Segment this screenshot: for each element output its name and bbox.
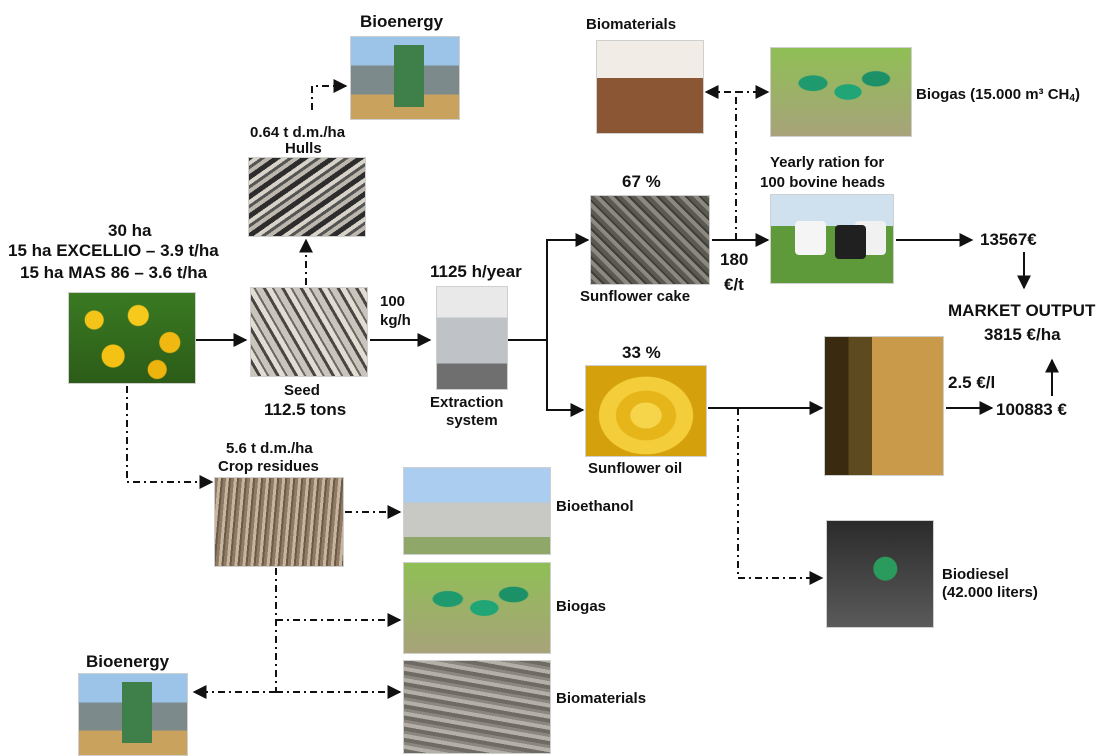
extraction-machine-image bbox=[436, 286, 508, 390]
biodiesel-label-line1: Biodiesel bbox=[942, 566, 1009, 583]
area-mas86-label: 15 ha MAS 86 – 3.6 t/ha bbox=[20, 263, 208, 282]
cake-revenue-label: 13567€ bbox=[980, 230, 1037, 249]
oil-revenue-label: 100883 € bbox=[996, 400, 1067, 419]
sunflower-field-image bbox=[68, 292, 196, 384]
extraction-label-line1: Extraction bbox=[430, 394, 504, 411]
oil-bottles-image bbox=[824, 336, 944, 476]
sunflower-cake-image bbox=[590, 195, 710, 285]
area-excellio-label: 15 ha EXCELLIO – 3.9 t/ha bbox=[8, 241, 219, 260]
hulls-image bbox=[248, 157, 366, 237]
cows-image bbox=[770, 194, 894, 284]
bioenergy-bottom-label: Bioenergy bbox=[86, 652, 170, 671]
residues-amount-label: 5.6 t d.m./ha bbox=[226, 440, 313, 457]
hulls-amount-label: 0.64 t d.m./ha bbox=[250, 124, 346, 141]
crop-residues-label: Crop residues bbox=[218, 458, 319, 475]
market-output-label-line1: MARKET OUTPUT bbox=[948, 301, 1096, 320]
biomaterials-top-label: Biomaterials bbox=[586, 16, 677, 33]
cake-price-value-label: 180 bbox=[720, 250, 749, 269]
biodiesel-label-line2: (42.000 liters) bbox=[942, 584, 1038, 601]
bioenergy-top-image bbox=[350, 36, 460, 120]
biomaterials-bottom-image bbox=[403, 660, 551, 754]
sunflower-cake-label: Sunflower cake bbox=[580, 288, 691, 305]
hulls-label: Hulls bbox=[285, 140, 322, 157]
cake-price-unit-label: €/t bbox=[724, 275, 744, 294]
sunflower-oil-label: Sunflower oil bbox=[588, 460, 683, 477]
arrow-oil-to-biodiesel bbox=[737, 408, 824, 585]
biogas-top-label-close: ) bbox=[1074, 86, 1080, 103]
bioenergy-bottom-image bbox=[78, 673, 188, 756]
biogas-top-label-subscript: 4 bbox=[1069, 93, 1075, 104]
biodiesel-pump-image bbox=[826, 520, 934, 628]
ration-label-line1: Yearly ration for bbox=[770, 154, 885, 171]
arrow-field-to-residues bbox=[126, 386, 214, 489]
arrow-hulls-to-bioenergy bbox=[311, 79, 348, 110]
oil-price-label: 2.5 €/l bbox=[948, 373, 996, 392]
arrow-cake-to-biomaterials bbox=[704, 85, 737, 240]
biomaterials-top-image bbox=[596, 40, 704, 134]
extraction-label-line2: system bbox=[446, 412, 498, 429]
hours-per-year-label: 1125 h/year bbox=[430, 262, 522, 281]
throughput-value-label: 100 bbox=[380, 293, 406, 310]
arrow-extraction-to-cake bbox=[508, 233, 590, 341]
cake-percent-label: 67 % bbox=[622, 172, 661, 191]
throughput-unit-label: kg/h bbox=[380, 312, 411, 329]
bioethanol-label: Bioethanol bbox=[556, 498, 634, 515]
seed-label: Seed bbox=[284, 382, 320, 399]
seed-amount-label: 112.5 tons bbox=[264, 400, 347, 419]
biomaterials-bottom-label: Biomaterials bbox=[556, 690, 647, 707]
biogas-bottom-label: Biogas bbox=[556, 598, 607, 615]
bioenergy-top-label: Bioenergy bbox=[360, 12, 444, 31]
oil-percent-label: 33 % bbox=[622, 343, 661, 362]
biogas-bottom-image bbox=[403, 562, 551, 654]
biogas-top-label: Biogas (15.000 m³ CH4) bbox=[916, 86, 1080, 105]
crop-residues-image bbox=[214, 477, 344, 567]
biogas-top-label-main: Biogas (15.000 m³ CH bbox=[916, 86, 1070, 103]
market-output-label-line2: 3815 €/ha bbox=[984, 325, 1061, 344]
arrow-extraction-to-oil bbox=[546, 340, 585, 417]
biogas-top-image bbox=[770, 47, 912, 137]
bioethanol-image bbox=[403, 467, 551, 555]
ration-label-line2: 100 bovine heads bbox=[760, 174, 886, 191]
seed-image bbox=[250, 287, 368, 377]
area-total-label: 30 ha bbox=[108, 221, 152, 240]
sunflower-oil-image bbox=[585, 365, 707, 457]
